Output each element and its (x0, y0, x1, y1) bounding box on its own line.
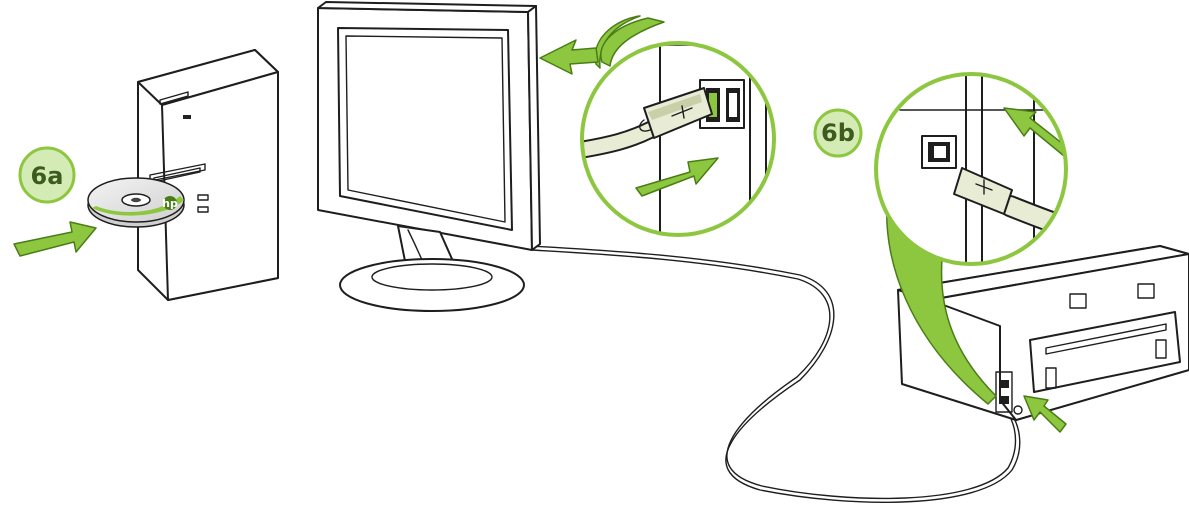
step-6a-badge: 6a (20, 148, 74, 202)
computer-tower (138, 50, 278, 300)
step-6b-label: 6b (821, 119, 855, 147)
cd-logo-text: hp (162, 197, 178, 210)
step-6b-badge: 6b (815, 110, 861, 156)
monitor (318, 2, 540, 311)
step-6a-label: 6a (31, 162, 64, 190)
cd-disc: hp (88, 178, 184, 227)
insert-arrow-icon (14, 222, 96, 256)
